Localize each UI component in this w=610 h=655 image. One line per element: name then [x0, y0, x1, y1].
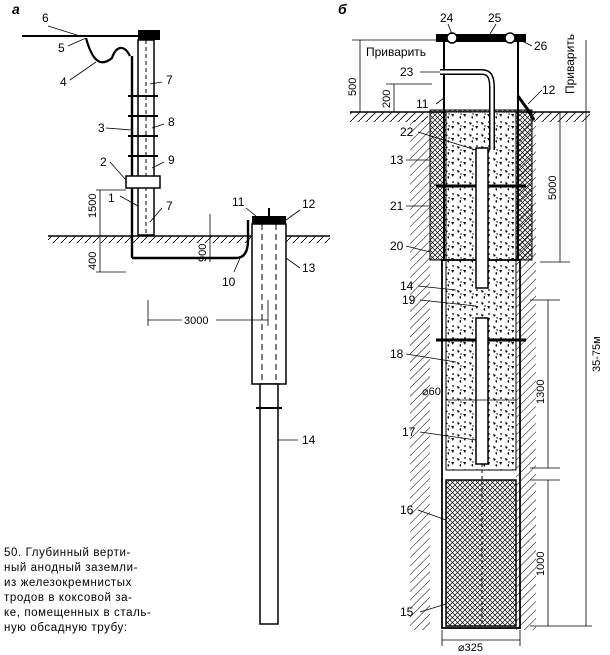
well-cap — [252, 216, 286, 224]
callout-11: 11 — [232, 195, 245, 209]
panel-a-label: а — [12, 1, 20, 17]
dim-1300: 1300 — [535, 380, 547, 404]
junction-box — [125, 175, 161, 189]
dim-dia325: ⌀325 — [458, 642, 483, 654]
electrode-upper — [475, 147, 489, 289]
callout-b-25: 25 — [488, 11, 502, 25]
caption-line: тродов в коксовой за- — [4, 592, 133, 604]
dim-1500: 1500 — [87, 194, 99, 218]
note-weld-right: Приварить — [563, 34, 577, 94]
callout-b-17: 17 — [402, 425, 416, 439]
callout-b-21: 21 — [390, 199, 404, 213]
dim-3000: 3000 — [184, 315, 208, 327]
callout-b-12: 12 — [542, 83, 556, 97]
callout-6: 6 — [42, 11, 49, 25]
callout-13: 13 — [302, 261, 316, 275]
figure-caption: 50. Глубинный верти- ный анодный заземли… — [4, 546, 219, 636]
callout-12: 12 — [302, 197, 316, 211]
dim-200: 200 — [381, 90, 393, 108]
lower-backfill — [445, 479, 517, 627]
dim-400: 400 — [87, 252, 99, 270]
caption-line: ке, помещенных в сталь- — [4, 607, 152, 619]
casing-pipe — [251, 223, 287, 385]
callout-b-16: 16 — [400, 503, 414, 517]
callout-10: 10 — [222, 275, 236, 289]
callout-8: 8 — [168, 115, 175, 129]
panel-a: а — [12, 1, 330, 625]
dim-35-75: 35-75м — [591, 336, 603, 372]
callout-2: 2 — [100, 155, 107, 169]
ground-surface-a — [48, 235, 330, 243]
callout-9: 9 — [168, 153, 175, 167]
well-lid — [436, 34, 526, 42]
note-weld-left: Приварить — [366, 45, 426, 59]
callout-14: 14 — [302, 433, 316, 447]
dim-dia60: ⌀60 — [422, 386, 441, 398]
callout-b-26: 26 — [534, 39, 548, 53]
callout-5: 5 — [58, 41, 65, 55]
buried-cable — [132, 220, 250, 260]
insulator — [138, 30, 160, 40]
callout-3: 3 — [98, 121, 105, 135]
callout-b-13: 13 — [390, 153, 404, 167]
callout-b-14: 14 — [400, 279, 414, 293]
electrode-string — [259, 383, 279, 625]
callout-b-11: 11 — [416, 97, 429, 111]
callout-1: 1 — [108, 191, 115, 205]
callout-b-15: 15 — [400, 605, 414, 619]
dim-500: 500 — [347, 78, 359, 96]
callout-b-23: 23 — [400, 65, 414, 79]
caption-line: ную обсадную трубу: — [4, 622, 128, 634]
caption-line: ный анодный заземли- — [4, 562, 139, 574]
callout-b-20: 20 — [390, 239, 404, 253]
callout-4: 4 — [60, 75, 67, 89]
callout-b-18: 18 — [390, 347, 404, 361]
tap-wire — [84, 37, 131, 64]
callout-b-24: 24 — [440, 11, 454, 25]
dim-900: 900 — [197, 244, 209, 262]
callout-7-top: 7 — [166, 73, 173, 87]
caption-line: 50. Глубинный верти- — [4, 547, 131, 559]
electrode-lower — [475, 317, 489, 465]
callout-b-19: 19 — [402, 293, 416, 307]
callout-7-bottom: 7 — [166, 199, 173, 213]
dim-5000: 5000 — [547, 176, 559, 200]
callout-b-22: 22 — [400, 125, 414, 139]
soil-left — [410, 120, 430, 630]
dim-1000: 1000 — [535, 552, 547, 576]
caption-line: из железокремнистых — [4, 577, 132, 589]
panel-b-label: б — [338, 1, 347, 17]
panel-b: б — [338, 1, 603, 654]
